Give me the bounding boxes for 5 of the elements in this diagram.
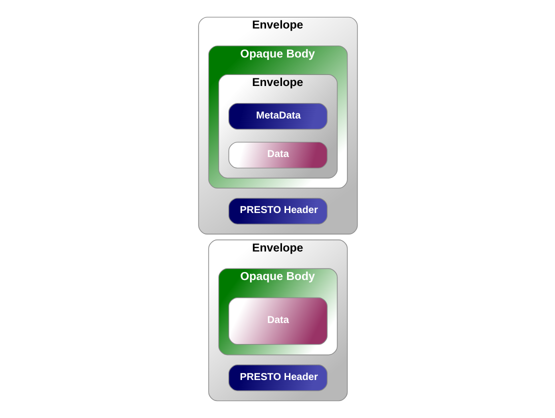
node-box: PRESTO Header xyxy=(228,198,328,224)
node-box: PRESTO Header xyxy=(228,364,328,392)
node-box: Data xyxy=(228,142,328,168)
node-box: MetaData xyxy=(228,103,328,130)
node-box: Data xyxy=(228,297,328,345)
